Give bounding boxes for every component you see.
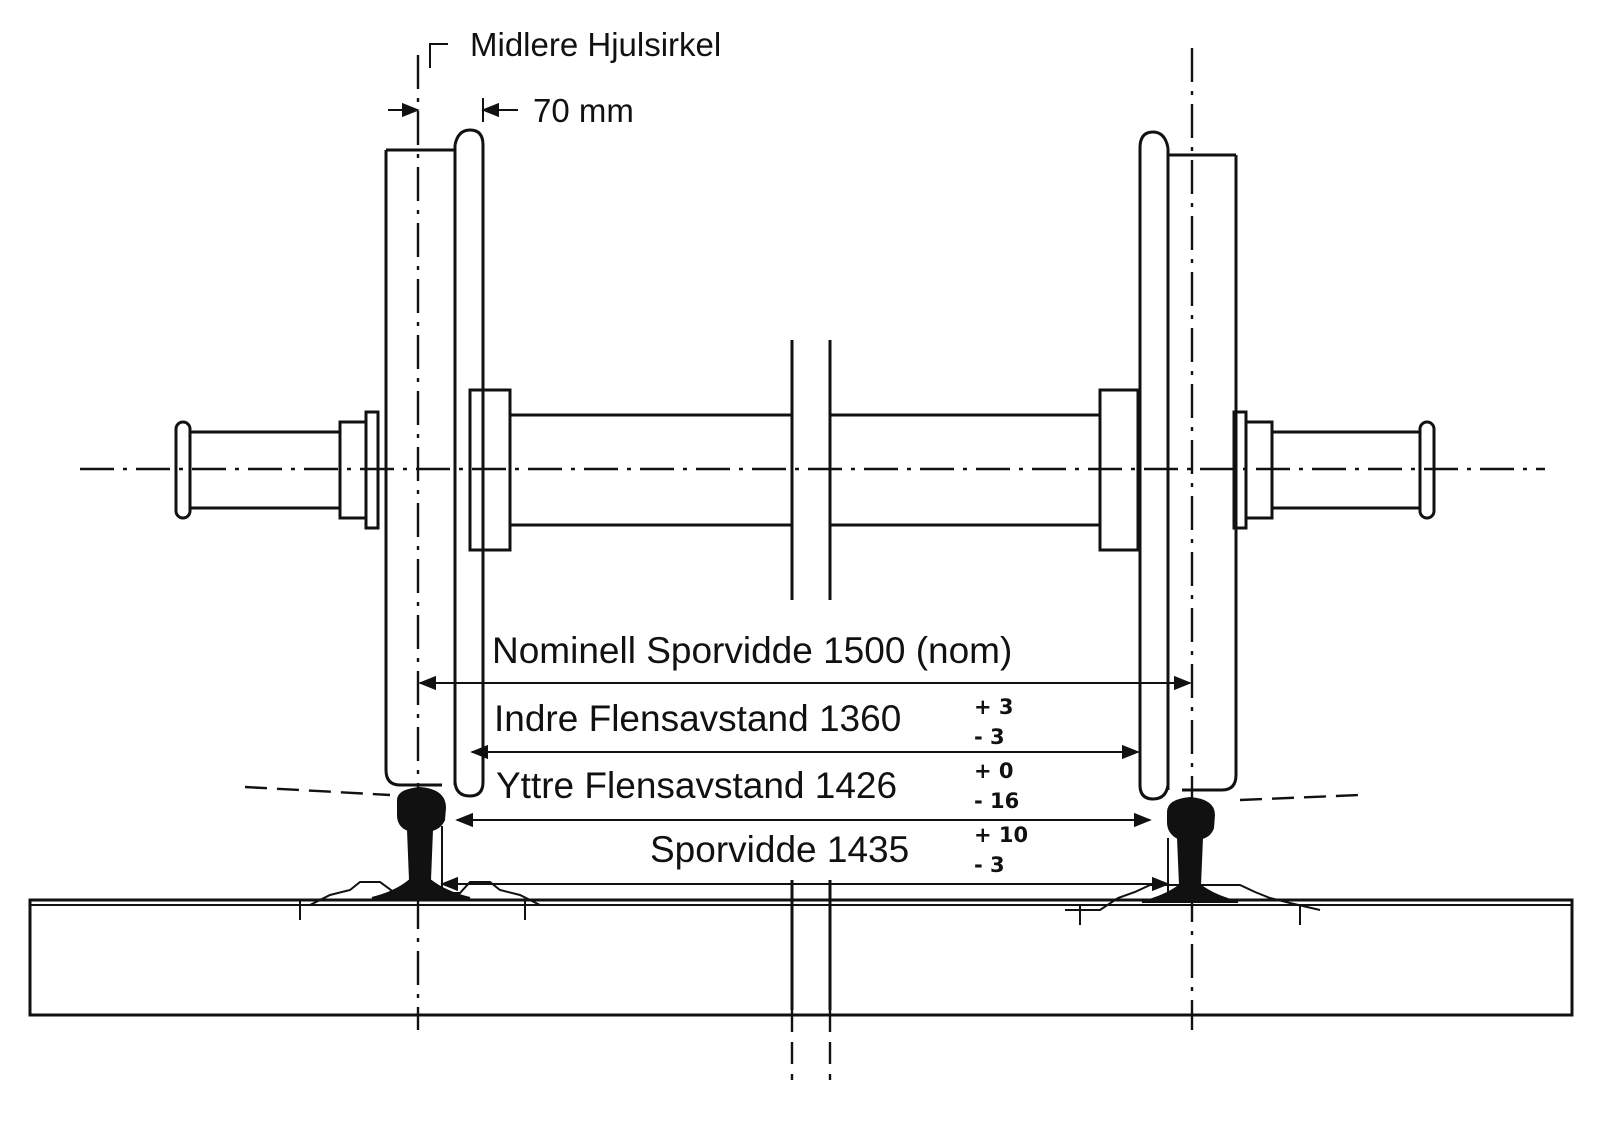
outer-flange-tol-plus: + 0 [974,759,1014,783]
axle-body [510,340,1100,1080]
right-axle-journal [1232,410,1436,530]
wheel-circle-label: Midlere Hjulsirkel [470,26,721,63]
outer-flange-tol-minus: - 16 [974,789,1019,813]
nominal-gauge-label: Nominell Sporvidde 1500 (nom) [492,630,1012,671]
sleeper [28,898,1574,1017]
gauge-tol-plus: + 10 [974,823,1028,847]
inner-flange-tol-minus: - 3 [974,725,1005,749]
left-axle-journal [174,410,380,530]
inner-flange-tol-plus: + 3 [974,695,1014,719]
inner-flange-label: Indre Flensavstand 1360 [494,698,901,739]
left-hub [468,388,512,552]
wheel-circle-annotation [388,43,518,122]
right-hub [1098,388,1140,552]
right-wheel [1138,130,1238,801]
wheel-offset-label: 70 mm [533,92,634,129]
outer-flange-label: Yttre Flensavstand 1426 [496,765,897,806]
gauge-label: Sporvidde 1435 [650,829,909,870]
gauge-tol-minus: - 3 [974,853,1005,877]
right-rail [1065,796,1321,925]
left-wheel [384,128,485,798]
